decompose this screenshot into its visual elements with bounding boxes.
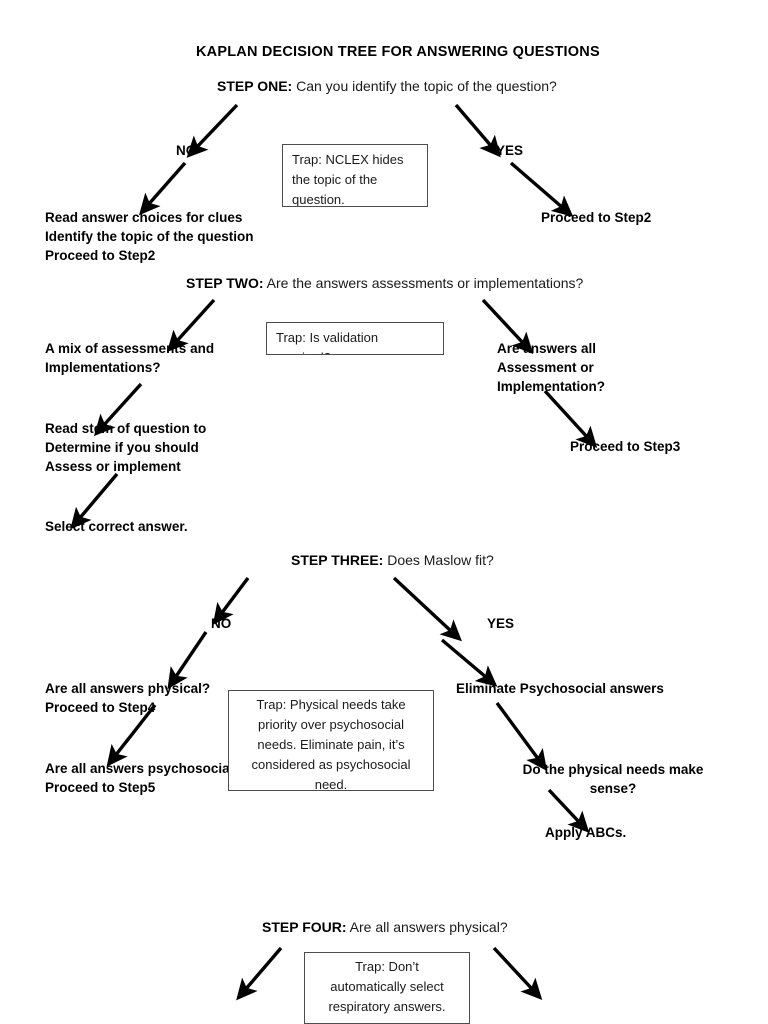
trap-is-validation-text: Trap: Is validation required?	[276, 330, 379, 354]
node-read-stem-of-question: Read stem of question to Determine if yo…	[45, 421, 207, 474]
node-mix-of-assessments: A mix of assessments and Implementations…	[45, 341, 215, 375]
node-proceed-to-step2: Proceed to Step2	[541, 210, 652, 225]
step-two-heading: STEP TWO: Are the answers assessments or…	[186, 275, 583, 291]
node-apply-abcs: Apply ABCs.	[545, 825, 627, 840]
arrow-step3-no	[212, 576, 250, 625]
node-do-physical-needs-make-sense: Do the physical needs make sense?	[522, 762, 704, 796]
trap-physical-needs-priority-text: Trap: Physical needs take priority over …	[251, 697, 411, 791]
step-three-branch-yes: YES	[487, 616, 515, 631]
arrow-step1-yes	[454, 103, 501, 158]
arrow-step3-yes	[392, 576, 462, 642]
trap-dont-auto-select-respiratory: Trap: Don’t automatically select respira…	[304, 952, 470, 1024]
step-four-heading: STEP FOUR: Are all answers physical?	[262, 919, 508, 935]
step-one-branch-no: NO	[176, 143, 197, 158]
arrow-step2-left	[166, 298, 216, 353]
arrow-step1-no-to-node	[139, 161, 187, 216]
step-one-label: STEP ONE:	[217, 78, 293, 94]
step-one-heading: STEP ONE: Can you identify the topic of …	[217, 78, 557, 94]
arrow-step4-left	[236, 946, 283, 1001]
arrow-step3-no-to-node	[167, 631, 208, 690]
trap-dont-auto-select-respiratory-text: Trap: Don’t automatically select respira…	[328, 959, 446, 1014]
trap-physical-needs-priority: Trap: Physical needs take priority over …	[228, 690, 434, 791]
step-four-question: Are all answers physical?	[346, 919, 508, 935]
arrow-step2-readstem-to-select	[70, 472, 119, 530]
node-are-all-answers-psychosocial: Are all answers psychosocial? Proceed to…	[45, 761, 228, 795]
step-three-label: STEP THREE:	[291, 552, 384, 568]
node-read-answer-choices: Read answer choices for clues Identify t…	[45, 210, 254, 263]
trap-nclex-hides-topic-text: Trap: NCLEX hides the topic of the quest…	[292, 152, 404, 207]
step-two-question: Are the answers assessments or implement…	[263, 275, 584, 291]
step-three-branch-no: NO	[211, 616, 232, 631]
arrow-step2-right	[481, 298, 534, 354]
step-one-branch-yes: YES	[496, 143, 524, 158]
arrow-step1-yes-to-node	[509, 161, 574, 217]
node-select-correct-answer: Select correct answer.	[45, 519, 188, 534]
node-are-answers-all-assessment: Are answers all Assessment or Implementa…	[497, 341, 606, 394]
node-proceed-to-step3: Proceed to Step3	[570, 439, 681, 454]
arrow-step1-no	[186, 103, 239, 158]
node-are-all-answers-physical: Are all answers physical? Proceed to Ste…	[45, 681, 211, 715]
arrow-step3-yes-to-eliminate	[440, 638, 498, 687]
trap-nclex-hides-topic: Trap: NCLEX hides the topic of the quest…	[282, 144, 428, 207]
step-three-heading: STEP THREE: Does Maslow fit?	[291, 552, 494, 568]
step-three-question: Does Maslow fit?	[383, 552, 494, 568]
arrow-step4-right	[492, 946, 543, 1000]
arrow-step2-right-to-step3	[543, 389, 598, 449]
node-eliminate-psychosocial-answers: Eliminate Psychosocial answers	[456, 681, 664, 696]
step-one-question: Can you identify the topic of the questi…	[292, 78, 557, 94]
page-title: KAPLAN DECISION TREE FOR ANSWERING QUEST…	[196, 44, 600, 60]
step-two-label: STEP TWO:	[186, 275, 264, 291]
arrow-step3-eliminate-to-needs	[495, 701, 548, 771]
step-four-label: STEP FOUR:	[262, 919, 347, 935]
trap-is-validation: Trap: Is validation required?	[266, 322, 444, 355]
